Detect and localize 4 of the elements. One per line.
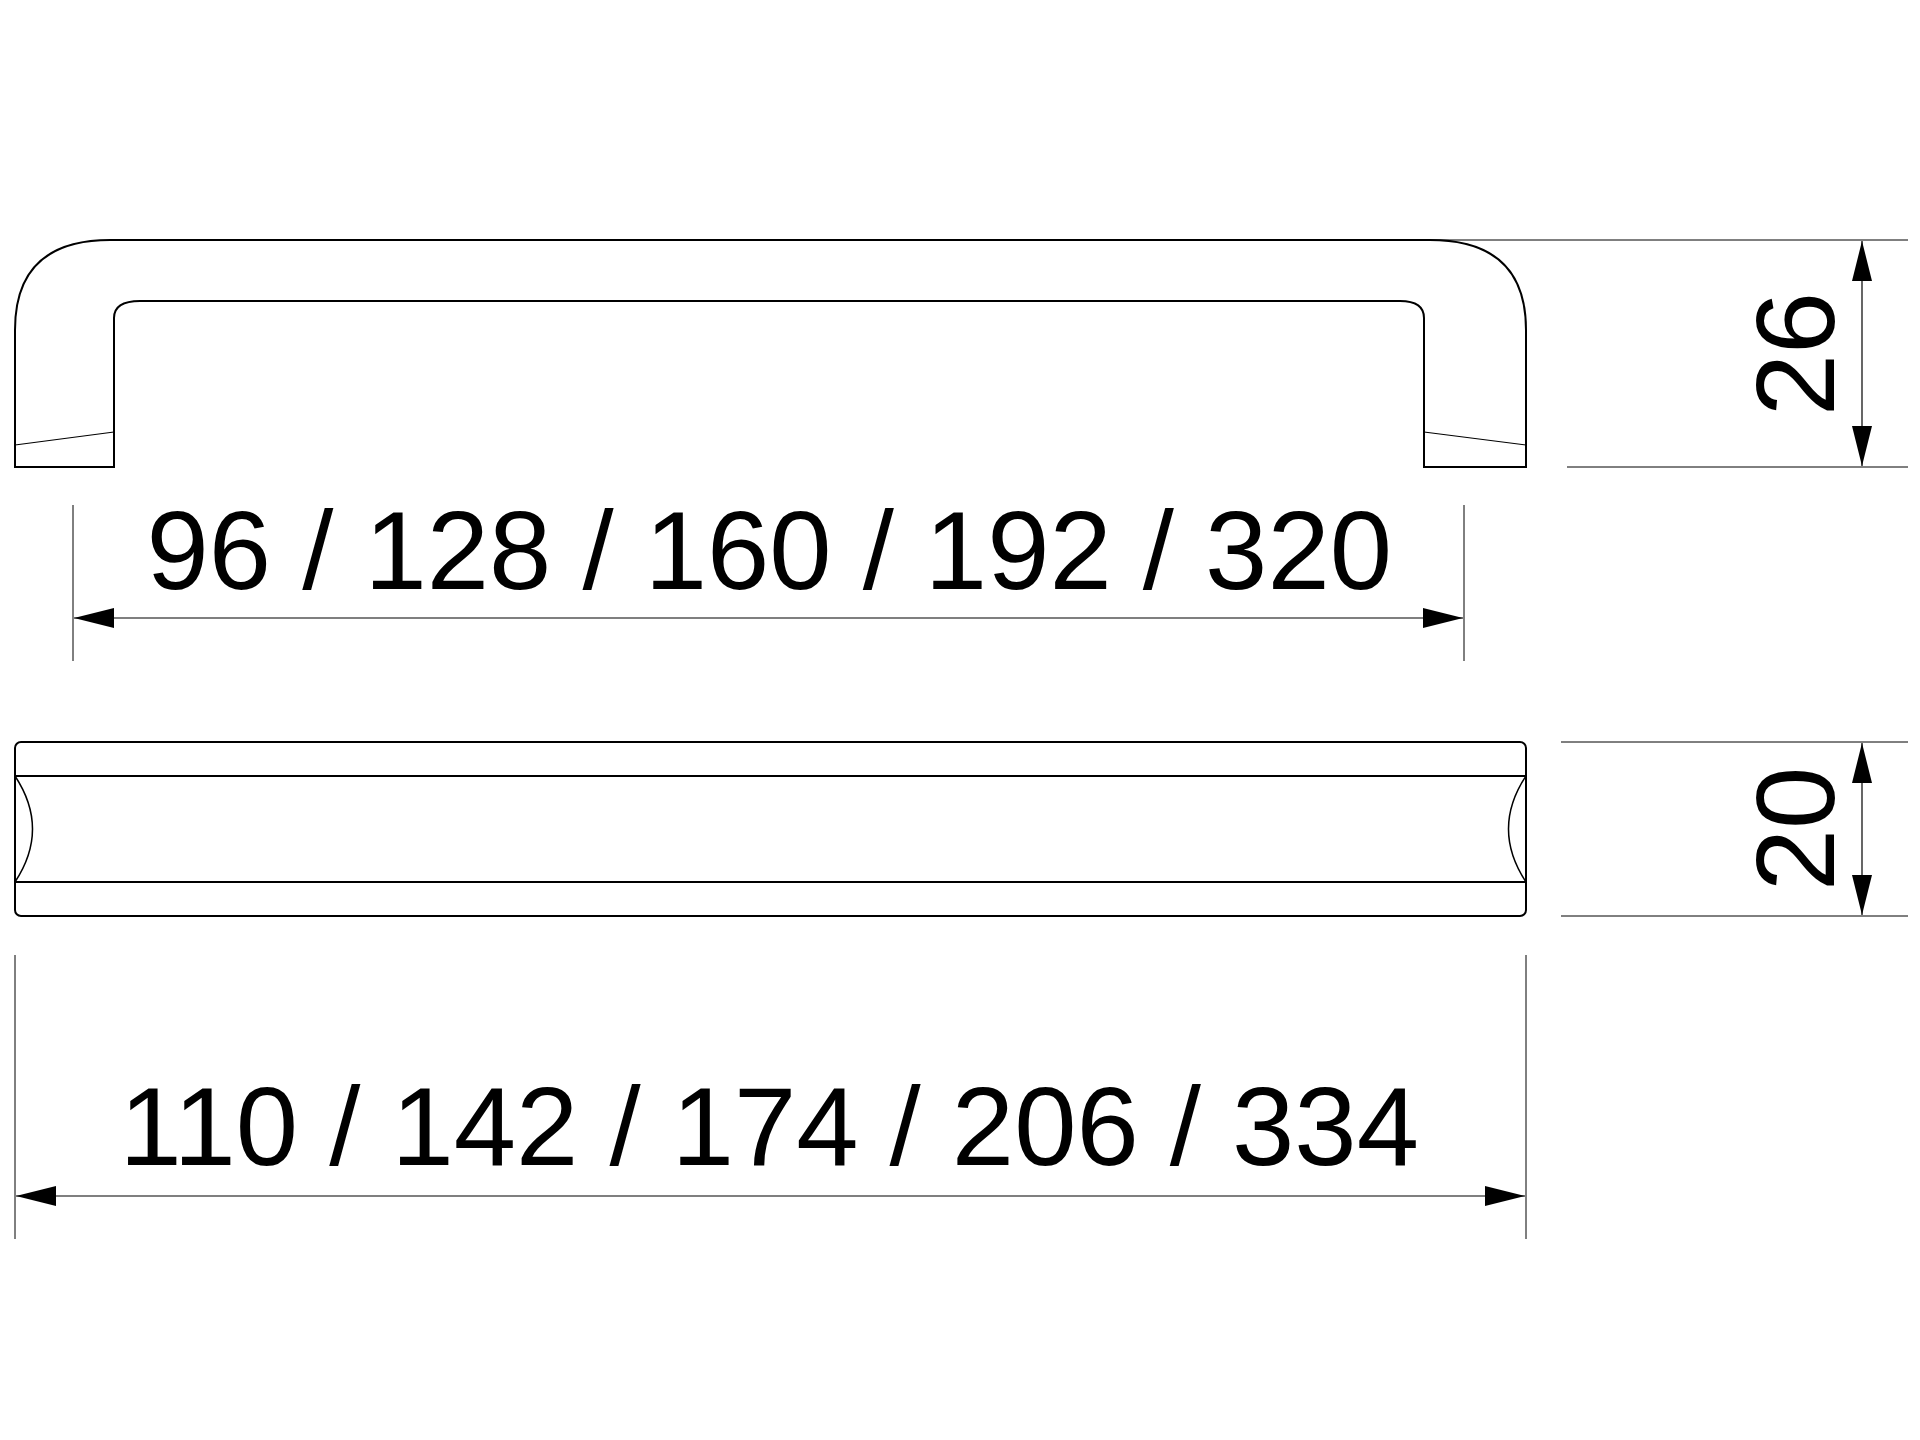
dimension-label: 26 — [1739, 291, 1852, 417]
dimension-label: 110 / 142 / 174 / 206 / 334 — [119, 1071, 1419, 1183]
dimension-label: 20 — [1739, 766, 1852, 892]
dimension-label: 96 / 128 / 160 / 192 / 320 — [146, 495, 1392, 607]
